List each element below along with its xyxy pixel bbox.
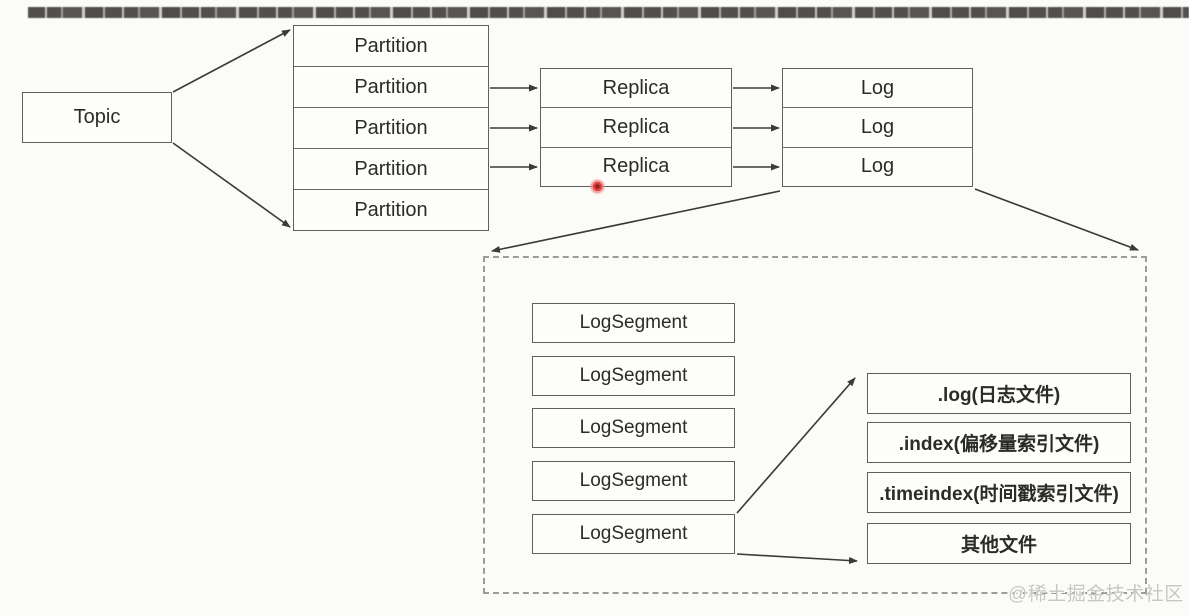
arrow-topic-to-partition-top xyxy=(172,29,291,93)
logsegment-box: LogSegment xyxy=(532,514,735,554)
partition-row: Partition xyxy=(294,189,488,230)
logsegment-label: LogSegment xyxy=(579,523,688,544)
partition-label: Partition xyxy=(354,198,428,221)
topic-box: Topic xyxy=(22,92,172,143)
partition-label: Partition xyxy=(354,157,428,180)
log-detail-dashed-container xyxy=(483,256,1147,594)
logsegment-box: LogSegment xyxy=(532,356,735,396)
logsegment-box: LogSegment xyxy=(532,461,735,501)
partition-row: Partition xyxy=(294,148,488,189)
file-label: 其他文件 xyxy=(960,535,1037,556)
log-row: Log xyxy=(783,146,972,186)
red-pointer-dot xyxy=(589,178,606,195)
file-box-log: .log(日志文件) xyxy=(867,373,1131,414)
logsegment-label: LogSegment xyxy=(579,365,688,386)
log-row: Log xyxy=(783,107,972,146)
replica-row: Replica xyxy=(541,69,731,107)
file-box-other: 其他文件 xyxy=(867,523,1131,564)
logsegment-label: LogSegment xyxy=(579,417,688,438)
partition-label: Partition xyxy=(354,75,428,98)
arrow-log-to-detail-right xyxy=(974,188,1139,251)
arrow-log-to-detail-left xyxy=(491,190,781,253)
partition-label: Partition xyxy=(354,116,428,139)
partition-row: Partition xyxy=(294,26,488,66)
top-noise-strip xyxy=(28,7,1189,18)
replica-label: Replica xyxy=(602,115,670,138)
log-label: Log xyxy=(860,76,895,99)
replica-stack: Replica Replica Replica xyxy=(540,68,732,187)
file-label: .timeindex(时间戳索引文件) xyxy=(879,484,1119,505)
file-box-timeindex: .timeindex(时间戳索引文件) xyxy=(867,472,1131,513)
replica-row: Replica xyxy=(541,107,731,146)
replica-row: Replica xyxy=(541,146,731,186)
logsegment-box: LogSegment xyxy=(532,303,735,343)
partition-stack: Partition Partition Partition Partition … xyxy=(293,25,489,231)
replica-label: Replica xyxy=(602,155,670,178)
log-label: Log xyxy=(860,115,895,138)
log-label: Log xyxy=(860,155,895,178)
partition-row: Partition xyxy=(294,66,488,107)
logsegment-box: LogSegment xyxy=(532,408,735,448)
file-label: .log(日志文件) xyxy=(937,385,1061,406)
watermark: @稀土掘金技术社区 xyxy=(1008,584,1184,605)
log-stack: Log Log Log xyxy=(782,68,973,187)
partition-row: Partition xyxy=(294,107,488,148)
logsegment-label: LogSegment xyxy=(579,470,688,491)
file-box-index: .index(偏移量索引文件) xyxy=(867,422,1131,463)
logsegment-label: LogSegment xyxy=(579,312,688,333)
partition-label: Partition xyxy=(354,34,428,57)
topic-label: Topic xyxy=(73,106,121,128)
log-row: Log xyxy=(783,69,972,107)
arrow-topic-to-partition-bottom xyxy=(172,142,291,228)
replica-label: Replica xyxy=(602,76,670,99)
file-label: .index(偏移量索引文件) xyxy=(898,434,1100,455)
